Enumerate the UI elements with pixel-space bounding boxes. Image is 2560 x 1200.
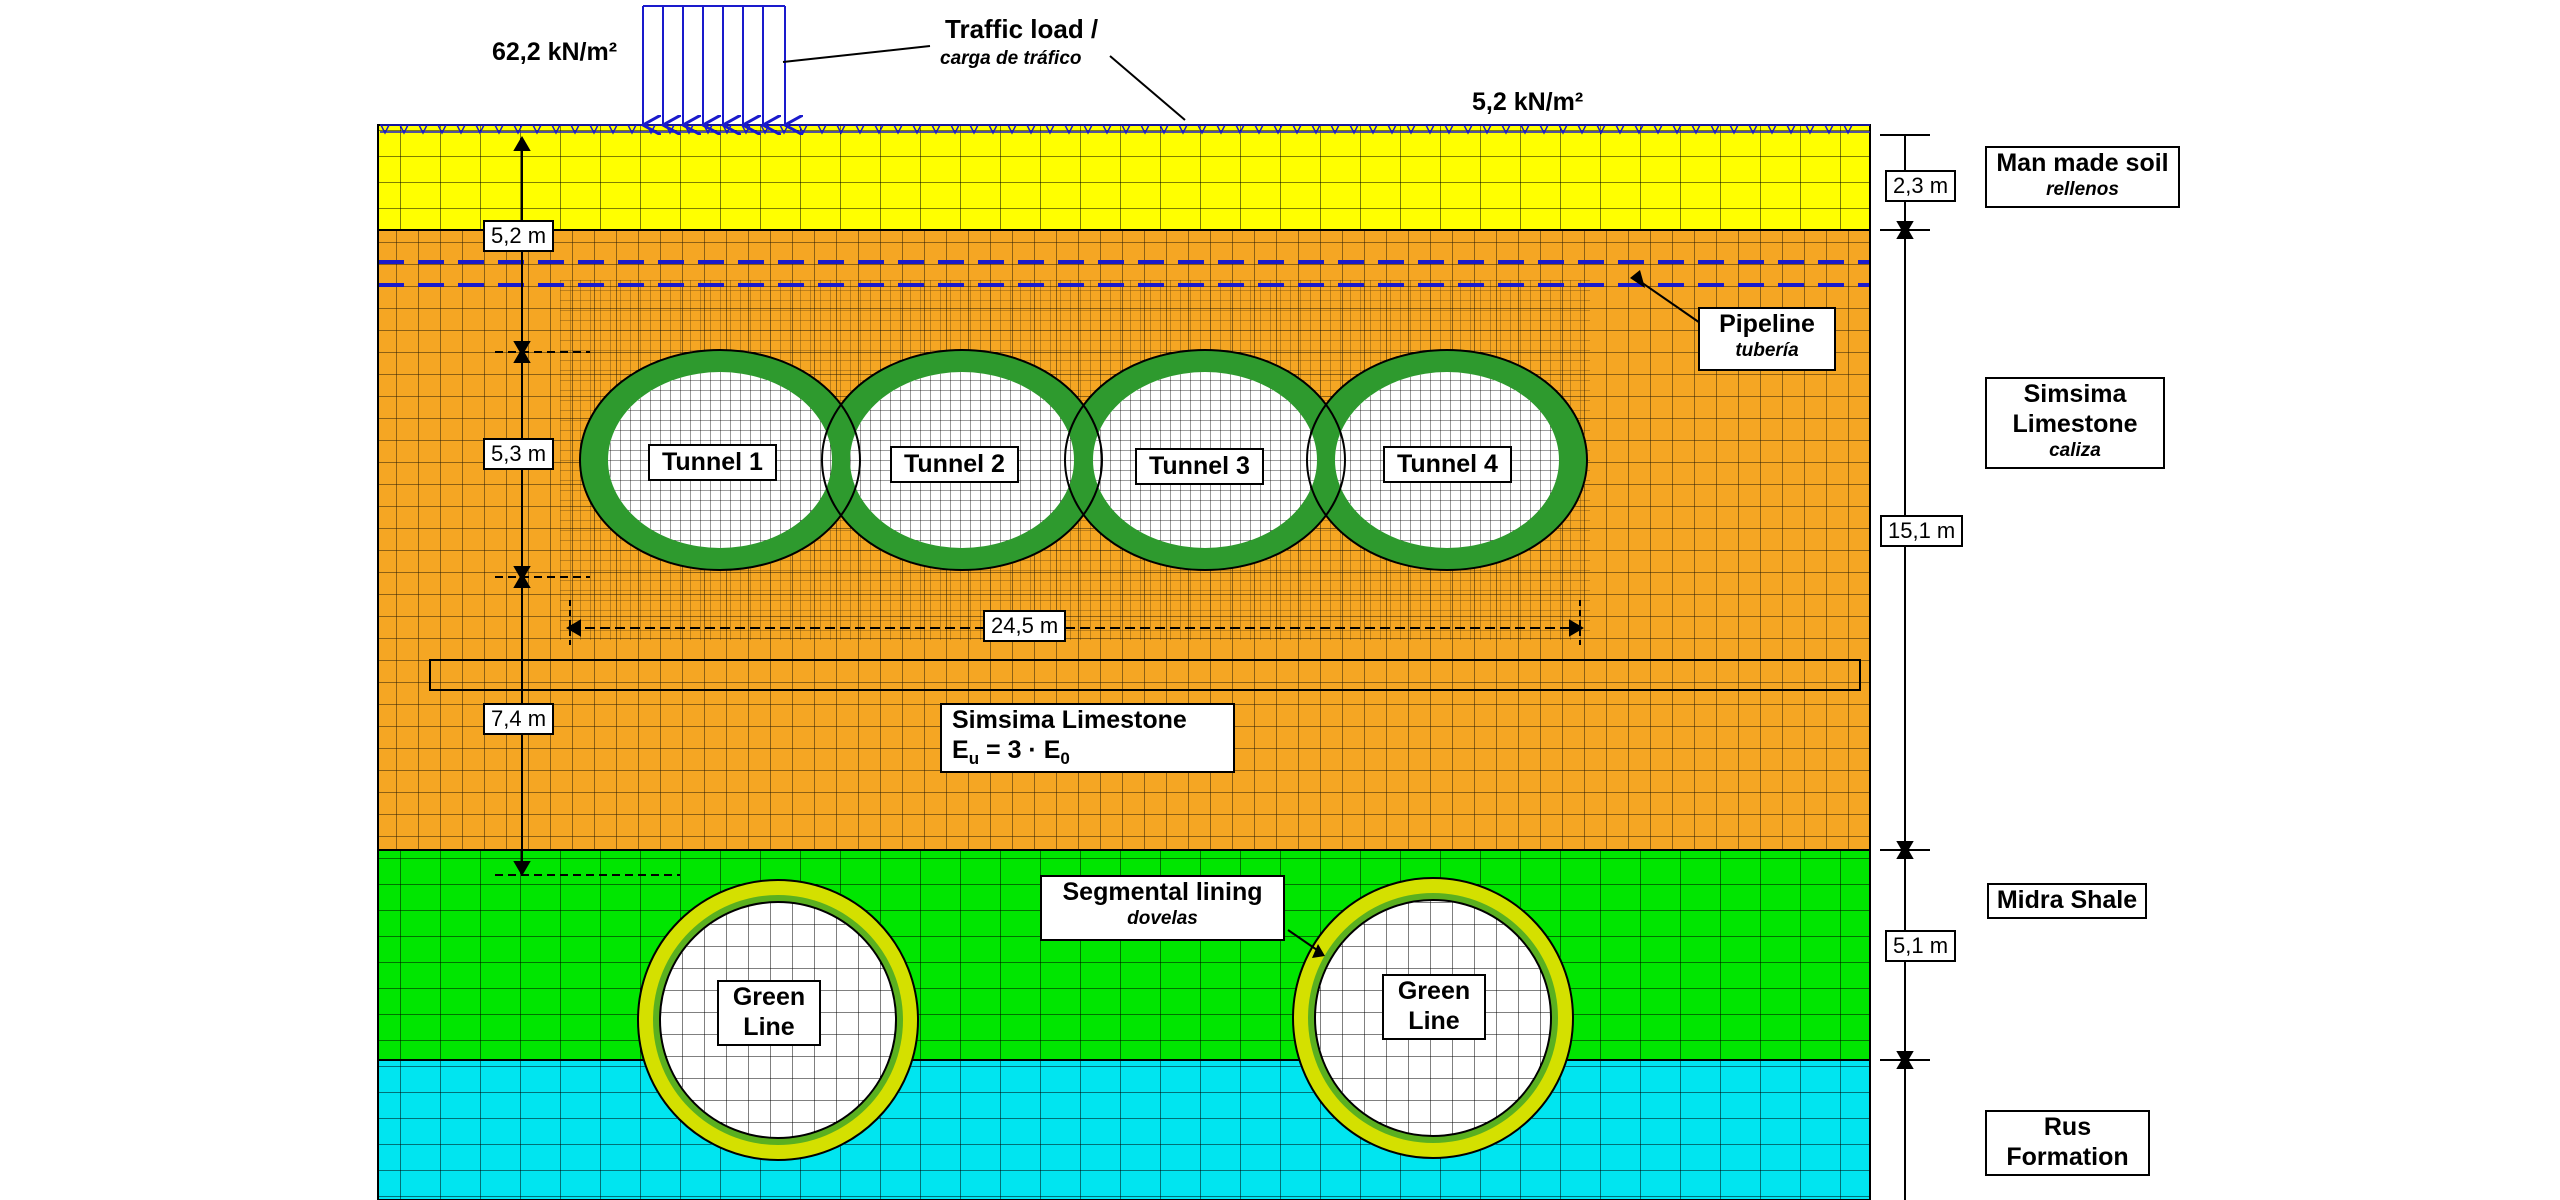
surface-load-tick [1254,124,1264,135]
surface-load-tick [1140,124,1150,135]
surface-load-tick [1311,124,1321,135]
surface-load-tick [1159,124,1169,135]
surface-load-tick [1121,124,1131,135]
traffic-load-title: Traffic load / [945,14,1099,44]
surface-load-tick [988,124,998,135]
tunnel-2-label: Tunnel 2 [890,446,1019,483]
tunnel-width-dimension: 24,5 m [983,610,1067,642]
tunnel-3-label: Tunnel 3 [1135,448,1264,485]
surface-load-tick [1406,124,1416,135]
traffic-load-arrows [643,5,785,125]
surface-load-tick [1368,124,1378,135]
tunnel-4-label: Tunnel 4 [1383,446,1512,483]
surface-load-tick [1691,124,1701,135]
surface-load-tick [1786,124,1796,135]
surface-load-tick [1729,124,1739,135]
inner-simsima-label: Simsima Limestone Eu = 3 · E0 [940,703,1235,773]
surface-load-tick [1425,124,1435,135]
midra-thickness: 5,1 m [1885,930,1957,962]
tunnel-1-label: Tunnel 1 [648,444,777,481]
surface-load-tick [1824,124,1834,135]
man-made-thickness: 2,3 m [1885,170,1957,202]
surface-load-tick [1596,124,1606,135]
surface-load-tick [912,124,922,135]
surface-load-tick [513,124,523,135]
surface-load-tick [1235,124,1245,135]
surface-load-tick [1520,124,1530,135]
surface-load-tick [1672,124,1682,135]
surface-load-tick [1045,124,1055,135]
surface-load-tick [817,124,827,135]
surface-load-tick [1482,124,1492,135]
surface-load-tick [969,124,979,135]
surface-load-tick [608,124,618,135]
surface-load-tick [1615,124,1625,135]
midra-shale-label: Midra Shale [1987,883,2147,919]
surface-load-tick [475,124,485,135]
surface-load-tick [1444,124,1454,135]
surface-load-tick [950,124,960,135]
surface-load-tick [1349,124,1359,135]
surface-load-tick [437,124,447,135]
surface-load-tick [551,124,561,135]
surface-load-tick [1843,124,1853,135]
surface-load-tick [1026,124,1036,135]
surface-load-tick [1292,124,1302,135]
surface-load-tick [1634,124,1644,135]
cover-dimension: 5,2 m [483,220,555,252]
surface-load-tick [418,124,428,135]
surface-load-tick [893,124,903,135]
traffic-load-subtitle: carga de tráfico [940,48,1082,69]
left-dimension-line [495,136,680,876]
surface-load-tick [1387,124,1397,135]
surface-load-tick [1558,124,1568,135]
surface-load-tick [589,124,599,135]
surface-load-tick [380,124,390,135]
surface-load-tick [1748,124,1758,135]
surface-load-tick [399,124,409,135]
surface-load-tick [1653,124,1663,135]
surface-load-tick [627,124,637,135]
surface-load-tick [1102,124,1112,135]
surface-load-tick [1216,124,1226,135]
surface-load-tick [1577,124,1587,135]
surface-load-tick [1710,124,1720,135]
width-dimension-line [566,600,1584,645]
surface-load-tick [494,124,504,135]
surface-load-tick [874,124,884,135]
surface-load-tick [456,124,466,135]
surface-load-tick [1007,124,1017,135]
surface-load-tick [855,124,865,135]
traffic-load-value: 62,2 kN/m² [492,38,618,66]
below-depth-dimension: 7,4 m [483,703,555,735]
surface-load-tick [1501,124,1511,135]
surface-load-ticks [380,124,1853,135]
surface-load-tick [1178,124,1188,135]
surface-load-value: 5,2 kN/m² [1472,88,1584,116]
surface-load-tick [1463,124,1473,135]
surface-load-tick [1539,124,1549,135]
surface-load-tick [570,124,580,135]
surface-load-tick [1767,124,1777,135]
tunnel-height-dimension: 5,3 m [483,438,555,470]
simsima-thickness: 15,1 m [1880,515,1964,547]
right-dimension-line [1880,134,1930,1200]
surface-load-tick [931,124,941,135]
surface-load-tick [1330,124,1340,135]
surface-load-tick [1064,124,1074,135]
surface-load-tick [1805,124,1815,135]
surface-load-tick [1273,124,1283,135]
surface-load-tick [532,124,542,135]
surface-load-tick [836,124,846,135]
surface-load-tick [1197,124,1207,135]
surface-load-tick [1083,124,1093,135]
